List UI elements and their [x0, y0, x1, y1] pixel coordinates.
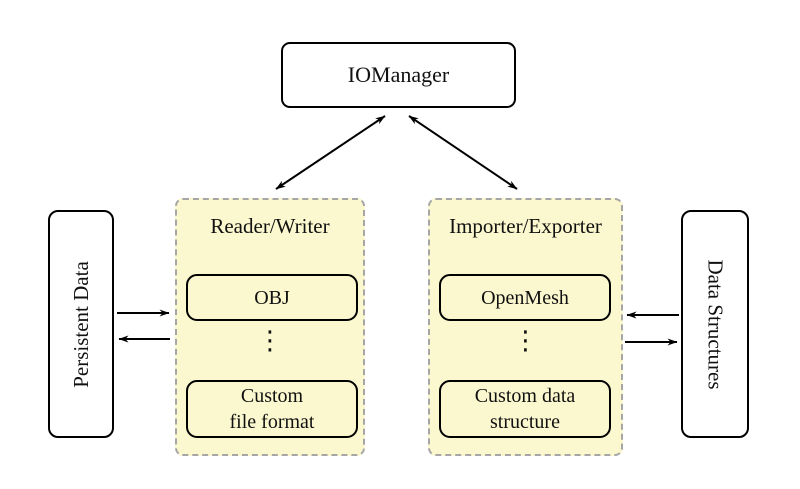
custom-file-format-box: Custom file format	[186, 380, 358, 438]
obj-box: OBJ	[186, 274, 358, 321]
custom-file-format-line2: file format	[229, 411, 315, 433]
importer-exporter-group: Importer/Exporter OpenMesh ⋮ Custom data…	[428, 198, 623, 456]
data-structures-label: Data Structures	[703, 258, 728, 390]
reader-writer-group: Reader/Writer OBJ ⋮ Custom file format	[175, 198, 365, 456]
openmesh-label: OpenMesh	[481, 286, 569, 309]
iomanager-label: IOManager	[347, 62, 450, 87]
reader-writer-title: Reader/Writer	[210, 214, 330, 238]
vertical-ellipsis-right: ⋮	[512, 326, 539, 356]
data-structures-box: Data Structures	[681, 210, 749, 438]
obj-label: OBJ	[254, 286, 290, 309]
iomanager-box: IOManager	[281, 42, 516, 108]
custom-file-format-line1: Custom	[240, 385, 304, 407]
persistent-data-label: Persistent Data	[68, 260, 93, 388]
custom-data-structure-box: Custom data structure	[439, 380, 611, 438]
vertical-ellipsis-left: ⋮	[257, 326, 283, 356]
persistent-data-box: Persistent Data	[48, 210, 114, 438]
openmesh-box: OpenMesh	[439, 274, 611, 321]
custom-data-structure-line2: structure	[490, 411, 560, 433]
arrow-iomanager-importerexporter	[408, 115, 518, 190]
custom-data-structure-line1: Custom data	[474, 385, 576, 407]
importer-exporter-title: Importer/Exporter	[449, 214, 602, 238]
arrow-iomanager-readerwriter	[275, 115, 386, 190]
